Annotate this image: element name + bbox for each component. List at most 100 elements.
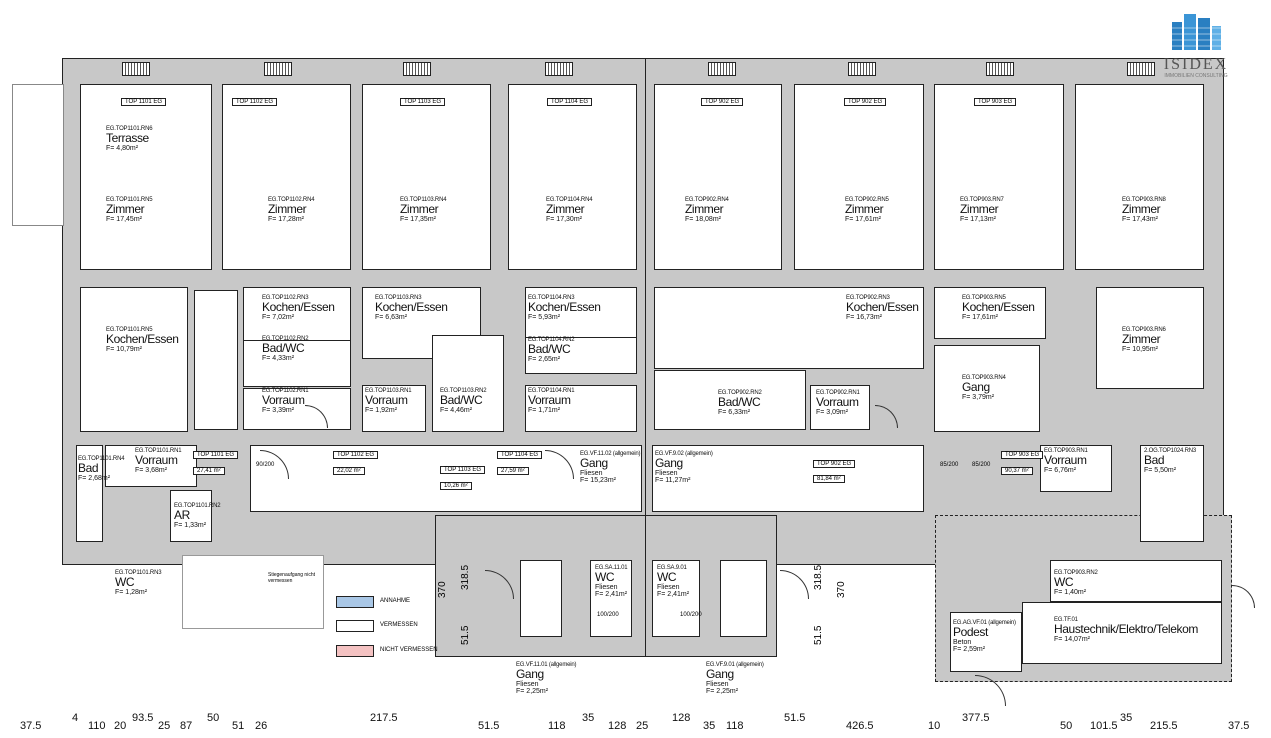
- room-area: F= 17,43m²: [1122, 215, 1158, 223]
- unit-area-tag: 10,26 m²: [440, 482, 472, 490]
- room: [1040, 445, 1112, 492]
- room-area: F= 1,92m²: [365, 406, 398, 414]
- room-code: EG.VF.11.01 (allgemein): [516, 662, 577, 668]
- room-name: Gang: [580, 456, 608, 471]
- dimension-label: 101.5: [1090, 720, 1118, 732]
- dimension-label: 215.5: [1150, 720, 1178, 732]
- room: [80, 84, 212, 270]
- dimension-label: 377.5: [962, 712, 990, 724]
- room-area: F= 3,68m²: [135, 466, 168, 474]
- room-name: Zimmer: [546, 202, 585, 217]
- room-area: F= 5,93m²: [528, 313, 561, 321]
- dimension-label: 128: [672, 712, 691, 724]
- room-name: Zimmer: [845, 202, 884, 217]
- room-area: F= 16,73m²: [846, 313, 882, 321]
- room-code: EG.TOP1104.RN2: [528, 337, 575, 343]
- unit-tag: TOP 1101 EG: [121, 98, 167, 106]
- room-code: EG.TOP1102.RN1: [262, 388, 309, 394]
- room-code: EG.TOP1103.RN2: [440, 388, 487, 394]
- room-code: EG.TOP902.RN5: [845, 197, 889, 203]
- room-area: F= 3,79m²: [962, 393, 995, 401]
- room-name: Vorraum: [365, 393, 408, 408]
- terrace-outline: [12, 84, 64, 226]
- room-code: EG.TOP903.RN1: [1044, 448, 1088, 454]
- unit-tag: TOP 1101 EG: [193, 451, 239, 459]
- room: [1096, 287, 1204, 389]
- room-name: Terrasse: [106, 131, 149, 146]
- room: [654, 84, 782, 270]
- room: [934, 84, 1064, 270]
- room-name: AR: [174, 508, 190, 523]
- room-area: F= 18,08m²: [685, 215, 721, 223]
- room-name: Kochen/Essen: [262, 300, 335, 315]
- room-name: Kochen/Essen: [528, 300, 601, 315]
- room: [720, 560, 767, 637]
- room-name: Haustechnik/Elektro/Telekom: [1054, 622, 1198, 637]
- room-area: F= 17,13m²: [960, 215, 996, 223]
- window: [545, 62, 573, 76]
- room: [652, 560, 700, 637]
- room: [654, 370, 806, 430]
- room-code: EG.TOP1101.RN5: [106, 197, 153, 203]
- room: [1140, 445, 1204, 542]
- room-code: EG.TOP1104.RN4: [546, 197, 593, 203]
- door-tag: 85/200: [940, 462, 959, 468]
- unit-area-tag: 81,84 m²: [813, 475, 845, 483]
- room-name: Kochen/Essen: [375, 300, 448, 315]
- dimension-label: 51.5: [460, 625, 471, 645]
- dimension-label: 51.5: [784, 712, 806, 724]
- room-area: F= 11,27m²: [655, 477, 691, 485]
- room-area: F= 1,71m²: [528, 406, 561, 414]
- room-name: Kochen/Essen: [846, 300, 919, 315]
- room-code: EG.TOP1101.RN2: [174, 503, 221, 509]
- dimension-label: 118: [548, 720, 566, 732]
- window: [986, 62, 1014, 76]
- door-tag: 90/200: [256, 462, 275, 468]
- room: [362, 385, 426, 432]
- room-area: F= 10,79m²: [106, 345, 142, 353]
- room-code: 2.OG.TOP1024.RN3: [1144, 448, 1197, 454]
- room-area: F= 2,41m²: [595, 591, 628, 599]
- window: [264, 62, 292, 76]
- room: [222, 84, 351, 270]
- room: [508, 84, 637, 270]
- dimension-label: 370: [437, 581, 448, 598]
- room-code: EG.TOP1101.RN3: [115, 570, 162, 576]
- corridor: [652, 445, 924, 512]
- room-code: EG.VF.9.01 (allgemein): [706, 662, 764, 668]
- logo-tagline: IMMOBILIEN CONSULTING: [1164, 73, 1228, 79]
- unit-tag: TOP 903 EG: [1001, 451, 1044, 459]
- room: [525, 385, 637, 432]
- door-tag: 85/200: [972, 462, 991, 468]
- room-code: EG.TOP902.RN3: [846, 295, 890, 301]
- unit-tag: TOP 1104 EG: [547, 98, 593, 106]
- room-area: F= 17,30m²: [546, 215, 582, 223]
- room: [590, 560, 632, 637]
- room-area: F= 5,50m²: [1144, 466, 1177, 474]
- room-name: WC: [595, 570, 615, 585]
- room-code: EG.TOP1101.RN1: [135, 448, 182, 454]
- room-name: Gang: [516, 667, 544, 682]
- dimension-label: 318.5: [813, 564, 824, 590]
- room-area: F= 17,28m²: [268, 215, 304, 223]
- unit-area-tag: 22,02 m²: [333, 467, 365, 475]
- room: [243, 388, 351, 430]
- room-area: F= 4,46m²: [440, 406, 473, 414]
- room-code: EG.TOP1102.RN2: [262, 336, 309, 342]
- room-area: F= 2,68m²: [78, 474, 111, 482]
- dimension-label: 51: [232, 720, 245, 732]
- room: [794, 84, 924, 270]
